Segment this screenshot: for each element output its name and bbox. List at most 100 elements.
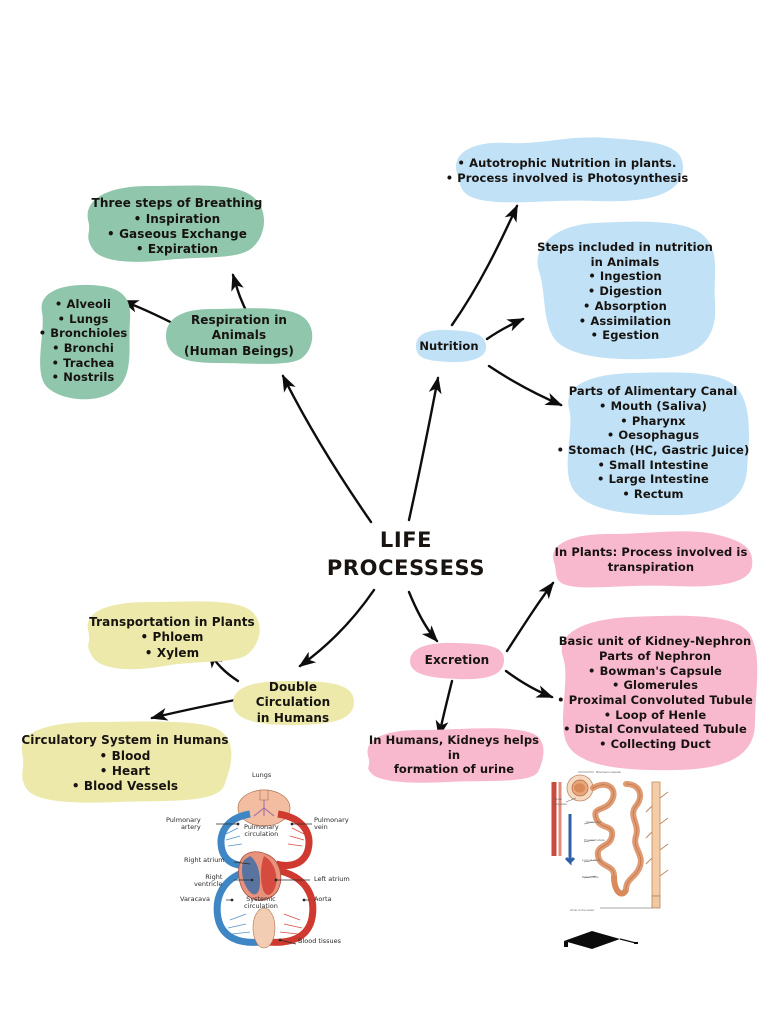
blob-shape bbox=[233, 681, 354, 725]
respiratory-part-2: • Bronchioles bbox=[38, 326, 128, 341]
node-circulatory-system[interactable]: Circulatory System in Humans • Blood • H… bbox=[14, 718, 236, 810]
blob-shape bbox=[553, 531, 753, 588]
respiratory-part-0: • Alveoli bbox=[54, 296, 112, 311]
transpiration-line-1: In Plants: Process involved is bbox=[554, 545, 748, 560]
nutrition-step-4: • Egestion bbox=[590, 328, 660, 343]
breathing-item-0: • Inspiration bbox=[133, 211, 221, 226]
node-alimentary-canal[interactable]: Parts of Alimentary Canal • Mouth (Saliv… bbox=[553, 368, 753, 518]
autotrophic-item-1: • Process involved is Photosynthesis bbox=[445, 170, 689, 185]
nephron-item-1: • Glomerules bbox=[611, 678, 699, 693]
alimentary-item-0: • Mouth (Saliva) bbox=[599, 398, 707, 413]
node-respiratory-parts[interactable]: • Alveoli • Lungs • Bronchioles • Bronch… bbox=[28, 280, 138, 402]
double-circulation-line-2: in Humans bbox=[256, 710, 330, 725]
blob-shape bbox=[87, 601, 260, 670]
nephron-diagram: Bowman's capsule Renal corpuscle Glomeru… bbox=[548, 766, 708, 926]
title-line-1: LIFE bbox=[379, 528, 433, 552]
diagram-label-pulmonary-circulation: Pulmonary circulation bbox=[244, 823, 279, 839]
blob-shape bbox=[561, 615, 758, 771]
blob-shape bbox=[87, 185, 265, 262]
nutrition-step-2: • Absorption bbox=[583, 298, 667, 313]
nutrition-steps-heading-2: in Animals bbox=[590, 254, 660, 269]
alimentary-item-3: • Stomach (HC, Gastric Juice) bbox=[556, 443, 750, 457]
svg-text:Bowman's capsule: Bowman's capsule bbox=[596, 770, 621, 774]
nephron-item-5: • Collecting Duct bbox=[599, 737, 711, 752]
double-circulation-diagram: Lungs Pulmonary artery Pulmonary vein Pu… bbox=[164, 771, 364, 952]
circulatory-item-1: • Heart bbox=[99, 764, 151, 778]
graduation-cap-icon bbox=[560, 925, 670, 965]
diagram-label-left-atrium: Left atrium bbox=[314, 875, 350, 883]
blob-shape bbox=[21, 721, 232, 803]
nephron-heading-2: Parts of Nephron bbox=[598, 648, 711, 663]
diagram-label-right-atrium: Right atrium bbox=[184, 856, 225, 864]
nephron-item-2: • Proximal Convoluted Tubule bbox=[557, 693, 753, 707]
blob-shape bbox=[567, 372, 749, 516]
hub-respiration-line-2: (Human Beings) bbox=[184, 343, 294, 358]
urine-line-1: In Humans, Kidneys helps in bbox=[368, 732, 540, 762]
nephron-item-3: • Loop of Henle bbox=[603, 707, 707, 722]
svg-text:Renal: Renal bbox=[554, 797, 562, 801]
node-autotrophic-nutrition[interactable]: • Autotrophic Nutrition in plants. • Pro… bbox=[445, 133, 689, 208]
node-transport-plants[interactable]: Transportation in Plants • Phloem • Xyle… bbox=[82, 598, 262, 678]
nutrition-step-1: • Digestion bbox=[587, 284, 663, 299]
diagram-label-aorta: Aorta bbox=[314, 895, 332, 903]
diagram-label-lungs: Lungs bbox=[252, 771, 272, 779]
hub-excretion-label: Excretion bbox=[424, 653, 490, 668]
svg-text:corpuscle: corpuscle bbox=[554, 802, 567, 806]
blob-shape bbox=[367, 728, 544, 783]
blob-shape bbox=[40, 284, 131, 400]
diagram-label-blood-tissues: Blood tissues bbox=[298, 937, 342, 945]
node-transpiration[interactable]: In Plants: Process involved is transpira… bbox=[546, 528, 756, 592]
hub-nutrition[interactable]: Nutrition bbox=[408, 327, 490, 365]
blob-shape bbox=[416, 329, 487, 363]
svg-text:Proximal tubule: Proximal tubule bbox=[584, 838, 605, 842]
nephron-item-0: • Bowman's Capsule bbox=[588, 663, 722, 678]
respiratory-part-3: • Bronchi bbox=[52, 341, 114, 355]
diagram-label-pulmonary-vein: Pulmonary vein bbox=[314, 816, 349, 832]
alimentary-item-5: • Large Intestine bbox=[597, 472, 709, 487]
svg-text:Glomerulus: Glomerulus bbox=[586, 820, 602, 824]
diagram-label-varacava: Varacava bbox=[180, 895, 210, 903]
blob-shape bbox=[166, 308, 313, 364]
diagram-label-pulmonary-artery: Pulmonary artery bbox=[166, 816, 201, 832]
hub-nutrition-label: Nutrition bbox=[419, 338, 479, 353]
transport-plants-heading: Transportation in Plants bbox=[89, 614, 255, 629]
blob-shape bbox=[456, 137, 684, 203]
urine-line-2: formation of urine bbox=[393, 762, 515, 777]
circulatory-item-2: • Blood Vessels bbox=[71, 779, 179, 794]
hub-double-circulation[interactable]: Double Circulation in Humans bbox=[228, 678, 358, 728]
blob-shape bbox=[537, 221, 716, 360]
title-line-2: PROCESSESS bbox=[326, 556, 486, 581]
node-urine-formation[interactable]: In Humans, Kidneys helps in formation of… bbox=[362, 724, 546, 786]
alimentary-item-6: • Rectum bbox=[622, 487, 684, 502]
node-nephron[interactable]: Basic unit of Kidney-Nephron Parts of Ne… bbox=[549, 613, 761, 773]
nutrition-step-0: • Ingestion bbox=[588, 269, 662, 284]
nutrition-steps-heading-1: Steps included in nutrition bbox=[537, 239, 713, 254]
alimentary-heading: Parts of Alimentary Canal bbox=[568, 384, 738, 399]
autotrophic-item-0: • Autotrophic Nutrition in plants. bbox=[457, 155, 677, 170]
hub-excretion[interactable]: Excretion bbox=[405, 640, 509, 682]
breathing-heading: Three steps of Breathing bbox=[91, 196, 263, 211]
transport-plants-item-1: • Xylem bbox=[144, 645, 200, 660]
transport-plants-item-0: • Phloem bbox=[140, 630, 204, 645]
page-title: LIFE PROCESSESS bbox=[316, 526, 496, 583]
svg-text:Distal tubule: Distal tubule bbox=[582, 875, 599, 879]
nutrition-step-3: • Assimilation bbox=[578, 313, 672, 328]
double-circulation-line-1: Double Circulation bbox=[255, 679, 331, 710]
breathing-item-1: • Gaseous Exchange bbox=[107, 227, 247, 241]
alimentary-item-2: • Oesophagus bbox=[606, 428, 700, 443]
circulatory-heading: Circulatory System in Humans bbox=[21, 733, 229, 748]
svg-text:Urine to the ureter: Urine to the ureter bbox=[570, 908, 594, 912]
respiratory-part-5: • Nostrils bbox=[51, 370, 115, 385]
alimentary-item-1: • Pharynx bbox=[620, 413, 686, 428]
hub-respiration[interactable]: Respiration in Animals (Human Beings) bbox=[160, 305, 318, 367]
diagram-label-right-ventricle: Right ventricle bbox=[194, 873, 223, 889]
blob-shape bbox=[410, 642, 505, 680]
svg-text:Loop of Henle: Loop of Henle bbox=[582, 858, 601, 862]
respiratory-part-1: • Lungs bbox=[57, 311, 109, 326]
nephron-item-4: • Distal Convulateed Tubule bbox=[563, 722, 747, 737]
node-breathing-steps[interactable]: Three steps of Breathing • Inspiration •… bbox=[82, 182, 272, 272]
respiratory-part-4: • Trachea bbox=[51, 355, 115, 370]
alimentary-item-4: • Small Intestine bbox=[597, 457, 709, 472]
node-nutrition-steps-animals[interactable]: Steps included in nutrition in Animals •… bbox=[525, 219, 725, 364]
